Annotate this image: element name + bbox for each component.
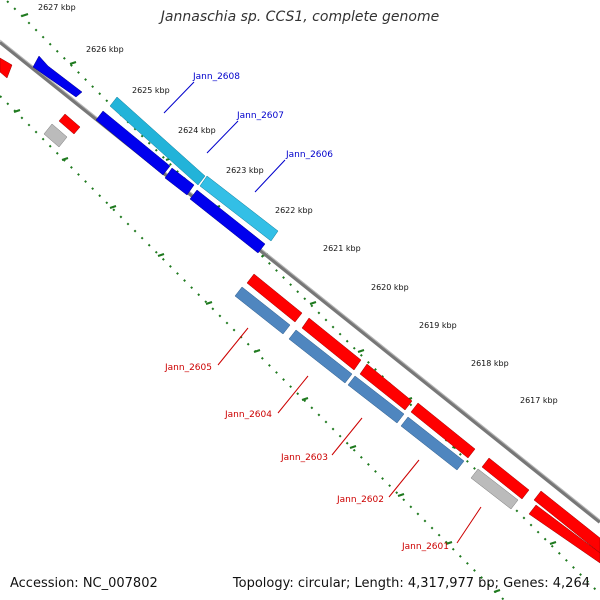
gene-label-leaders [163,81,482,544]
scale-label: 2625 kbp [132,86,170,95]
tick-2616 [549,541,557,545]
gene-Jann_2604-body[interactable] [288,329,353,384]
accession-text: Accession: NC_007802 [10,576,158,591]
gene-red-2600[interactable] [533,490,600,554]
scale-label: 2626 kbp [86,45,124,54]
gene-Jann_2603-body[interactable] [347,375,405,424]
genome-backbone-highlight [0,39,600,521]
genome-title: Jannaschia sp. CCS1, complete genome [160,9,440,25]
gene-Jann_2607-body[interactable] [199,175,279,242]
scale-label: 2617 kbp [520,396,558,405]
scale-label: 2618 kbp [471,359,509,368]
gene-red-2602[interactable] [410,402,476,459]
scale-label: 2621 kbp [323,244,361,253]
scale-label: 2624 kbp [178,126,216,135]
scale-label: 2619 kbp [419,321,457,330]
gene-Jann_2605-body[interactable] [234,286,291,335]
tick-2626 [69,61,77,65]
gene-labels-forward[interactable]: Jann_2605 Jann_2604 Jann_2603 Jann_2602 … [164,363,449,552]
scale-label: 2622 kbp [275,206,313,215]
lower-major-ticks [13,109,501,593]
gene-upper-0[interactable] [32,55,83,98]
gene-red-small[interactable] [58,113,81,135]
gene-lower-blue-2[interactable] [189,189,266,254]
scale-labels: 2627 kbp 2626 kbp 2625 kbp 2624 kbp 2623… [38,3,558,405]
genome-backbone [0,40,600,524]
gene-Jann_2601-body[interactable] [470,468,519,510]
gene-Jann_2608-body[interactable] [109,96,206,186]
gene-upper-red-0[interactable] [0,57,13,79]
gene-Jann_2602-body[interactable] [400,416,465,471]
scale-label: 2627 kbp [38,3,76,12]
forward-strand-genes[interactable] [234,273,600,564]
tick-2627 [21,13,29,17]
gene-red-lower-right[interactable] [528,504,600,564]
gene-label-jann-2607[interactable]: Jann_2607 [236,111,284,121]
scale-label: 2620 kbp [371,283,409,292]
gene-lower-blue-0[interactable] [95,110,171,176]
gene-label-jann-2603[interactable]: Jann_2603 [280,453,328,463]
gene-label-jann-2602[interactable]: Jann_2602 [336,495,384,505]
gene-red-2604[interactable] [301,317,362,371]
topology-text: Topology: circular; Length: 4,317,977 bp… [232,576,590,591]
tick-2620 [357,349,365,353]
reverse-strand-genes[interactable] [0,55,279,242]
tick-2621 [309,301,317,305]
gene-red-2601[interactable] [481,457,530,500]
gene-lower-blue-1[interactable] [164,167,195,196]
gene-label-jann-2604[interactable]: Jann_2604 [224,410,272,420]
gene-label-jann-2608[interactable]: Jann_2608 [192,72,240,82]
gene-red-2603[interactable] [359,363,413,411]
scale-label: 2623 kbp [226,166,264,175]
upper-major-ticks [21,13,557,545]
gene-label-jann-2605[interactable]: Jann_2605 [164,363,212,373]
gene-label-jann-2606[interactable]: Jann_2606 [285,150,333,160]
gene-label-jann-2601[interactable]: Jann_2601 [401,542,449,552]
gene-labels-reverse[interactable]: Jann_2608 Jann_2607 Jann_2606 [192,72,333,160]
gene-red-2605[interactable] [246,273,303,323]
lower-reverse-genes[interactable] [43,110,266,254]
gene-grey-small[interactable] [43,123,68,148]
